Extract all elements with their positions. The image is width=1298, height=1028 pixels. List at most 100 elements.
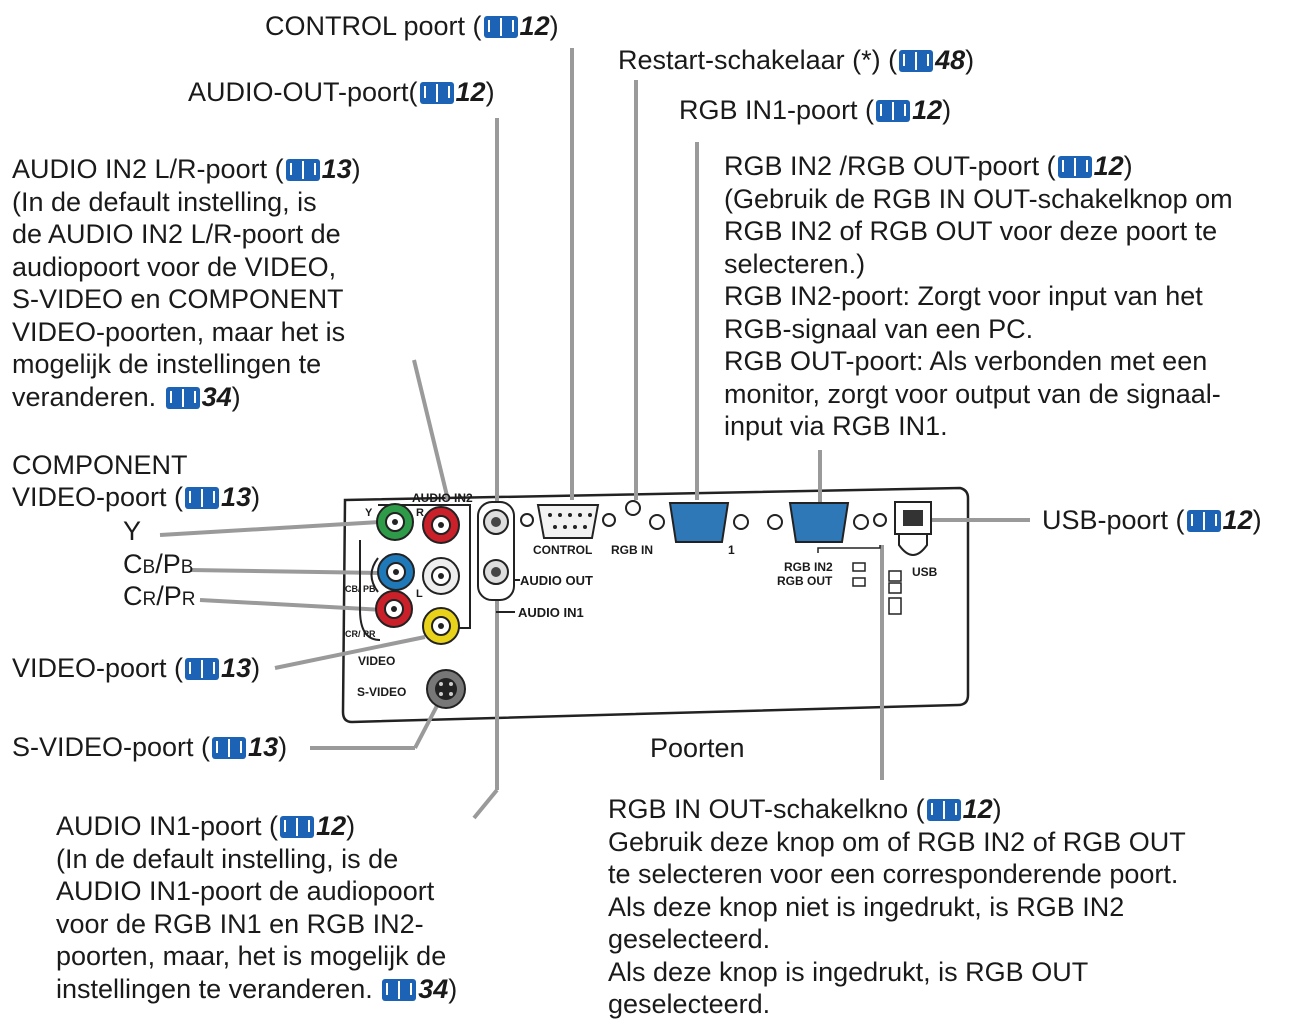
label-line: geselecteerd. (608, 989, 771, 1019)
page-ref[interactable]: 13 (248, 732, 279, 762)
rca-jack-y (376, 503, 414, 541)
label-text: veranderen. (12, 381, 164, 412)
book-icon (419, 82, 454, 104)
label-close: ) (278, 732, 288, 762)
label-text: CONTROL poort ( (265, 11, 482, 41)
label-restart-switch: Restart-schakelaar (*) ( 48) (618, 44, 974, 76)
leader-lines (159, 48, 1030, 820)
control-port (520, 504, 616, 539)
label-sub: B (180, 557, 194, 578)
label-line: mogelijk de instellingen te (12, 349, 322, 379)
label-line: poorten, maar, het is mogelijk de (56, 941, 447, 971)
panel-label-y: Y (365, 507, 373, 519)
audio-in1-jack (483, 559, 509, 585)
label-y: Y (123, 516, 142, 546)
label-rgb-switch: RGB IN OUT-schakelkno (12) Gebruik deze … (608, 793, 1186, 1021)
page-ref[interactable]: 13 (221, 482, 252, 512)
label-audio-in1-port: AUDIO IN1-poort ( 12) (In de default inst… (56, 810, 457, 1005)
panel-label-usb: USB (912, 565, 938, 579)
label-close: ) (992, 794, 1002, 824)
label-close: ) (485, 77, 495, 107)
panel-label-cr-pr: CR/ PR (345, 629, 376, 639)
label-text: S-VIDEO-poort ( (12, 732, 211, 762)
book-icon (926, 799, 961, 821)
page-ref[interactable]: 34 (418, 973, 449, 1004)
label-line: Als deze knop niet is ingedrukt, is RGB … (608, 891, 1125, 922)
label-close: ) (942, 95, 952, 125)
label-close: ) (251, 482, 261, 512)
label-line: S-VIDEO en COMPONENT (12, 284, 344, 314)
panel-label-audio-in2: AUDIO IN2 (412, 491, 473, 505)
label-line: (Gebruik de RGB IN OUT-schakelknop om (724, 183, 1233, 214)
label-text: AUDIO-OUT-poort( (188, 77, 418, 107)
label-text: Restart-schakelaar (*) ( (618, 45, 898, 75)
rgb-in2-out-port (767, 502, 869, 543)
label-line: selecteren.) (724, 248, 866, 279)
label-text: AUDIO IN2 L/R-poort ( (12, 154, 284, 184)
rca-jack-cr-pr (375, 590, 413, 628)
book-icon (185, 487, 220, 509)
panel-label-control: CONTROL (533, 543, 592, 557)
label-text: RGB IN2 /RGB OUT-poort ( (724, 151, 1056, 181)
page-ref[interactable]: 48 (935, 45, 966, 75)
page-ref[interactable]: 12 (455, 77, 486, 107)
label-close: ) (351, 154, 361, 184)
label-close: ) (1123, 151, 1133, 181)
label-control-port: CONTROL poort (12) (265, 10, 559, 42)
rgb-in1-port (649, 502, 749, 543)
page-ref[interactable]: 12 (1093, 151, 1124, 181)
svideo-jack (426, 669, 466, 709)
panel-label-rgb-out: RGB OUT (777, 574, 833, 588)
label-text: VIDEO-poort ( (12, 653, 184, 683)
page-ref[interactable]: 13 (321, 154, 352, 184)
label-component-port: COMPONENT VIDEO-poort (13) (12, 449, 260, 513)
label-close: ) (346, 811, 356, 841)
panel-label-audio-out: AUDIO OUT (520, 573, 593, 588)
rca-jack-video (422, 607, 460, 645)
label-usb-port: USB-poort (12) (1042, 504, 1262, 536)
label-line: (In de default instelling, is (12, 186, 317, 217)
label-cr-pr: CR/PR (123, 580, 195, 616)
panel-label-audio-in1: AUDIO IN1 (518, 605, 584, 620)
page-ref[interactable]: 12 (316, 811, 347, 841)
label-line: (In de default instelling, is de (56, 843, 399, 874)
rca-jack-cb-pb (377, 553, 415, 591)
book-icon (185, 658, 220, 680)
label-sub: R (142, 589, 157, 610)
label-line: RGB OUT-poort: Als verbonden met een (724, 346, 1208, 376)
page-ref[interactable]: 12 (962, 794, 993, 824)
page-ref[interactable]: 34 (201, 381, 232, 412)
label-line: Gebruik deze knop om of RGB IN2 of RGB O… (608, 826, 1186, 857)
label-line: voor de RGB IN1 en RGB IN2- (56, 908, 424, 939)
panel-label-svideo: S-VIDEO (357, 685, 406, 699)
label-close: ) (965, 45, 975, 75)
book-icon (1186, 510, 1221, 532)
book-icon (483, 16, 518, 38)
rca-jack-audio-in2-r (422, 506, 460, 544)
page-ref[interactable]: 12 (519, 11, 550, 41)
page-ref[interactable]: 13 (221, 653, 252, 683)
label-audio-in2-port: AUDIO IN2 L/R-poort ( 13) (In de default … (12, 153, 361, 413)
page-ref[interactable]: 12 (912, 95, 943, 125)
book-icon (285, 159, 320, 181)
label-text: AUDIO IN1-poort ( (56, 811, 279, 841)
label-line: monitor, zorgt voor output van de signaa… (724, 378, 1221, 409)
label-text: RGB IN1-poort ( (679, 95, 875, 125)
restart-switch (625, 500, 641, 516)
page-ref[interactable]: 12 (1222, 505, 1253, 535)
label-sub: B (142, 557, 156, 578)
label-close: ) (1252, 505, 1262, 535)
label-close: ) (231, 381, 241, 412)
label-line: Als deze knop is ingedrukt, is RGB OUT (608, 956, 1089, 987)
label-line: VIDEO-poorten, maar het is (12, 316, 346, 347)
rgb-switch-button (873, 513, 887, 527)
book-icon (212, 737, 247, 759)
label-line: COMPONENT (12, 450, 188, 480)
label-video-port: VIDEO-poort (13) (12, 652, 260, 684)
label-close: ) (448, 973, 458, 1004)
label-line: audiopoort voor de VIDEO, (12, 251, 337, 282)
label-line: geselecteerd. (608, 924, 771, 954)
label-sub: R (181, 589, 196, 610)
panel-label-one: 1 (728, 543, 735, 557)
